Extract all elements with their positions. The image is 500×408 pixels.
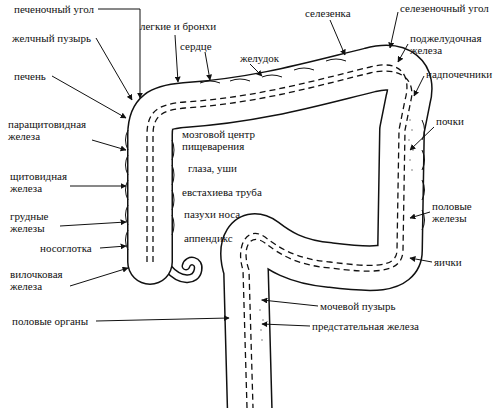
organ-label: печень <box>14 70 74 82</box>
organ-label: вилочковая железа <box>10 268 74 292</box>
organ-label: аппендикс <box>184 232 264 244</box>
leaders <box>52 9 434 326</box>
organ-label: легкие и бронхи <box>140 20 230 32</box>
leader-line <box>414 76 424 96</box>
leader-line <box>96 318 229 321</box>
leader-line <box>398 44 408 62</box>
haustra-right <box>172 140 174 235</box>
organ-label: желчный пузырь <box>12 32 102 44</box>
organ-label: глаза, уши <box>188 162 278 174</box>
leader-line <box>410 212 430 218</box>
organ-label: половые органы <box>12 315 102 327</box>
leader-line <box>100 246 126 248</box>
leader-line <box>410 127 434 150</box>
leader-line <box>330 20 345 55</box>
leader-line <box>205 52 210 80</box>
leader-line <box>262 300 318 306</box>
organ-label: надпочечники <box>426 68 500 80</box>
leader-line <box>96 38 132 100</box>
organ-label: сердце <box>180 40 240 52</box>
organ-label: грудные железы <box>10 210 66 234</box>
organ-label: печеночный угол <box>14 3 104 15</box>
leader-line <box>52 76 126 118</box>
organ-label: щитовидная железа <box>10 170 74 194</box>
organ-label: почки <box>436 115 486 127</box>
organ-label: евстахиева труба <box>182 186 292 198</box>
leader-line <box>250 64 262 76</box>
leader-line <box>262 324 310 326</box>
organ-label: предстательная железа <box>312 320 432 332</box>
leader-line <box>390 12 398 48</box>
organ-label: селезеночный угол <box>400 2 496 14</box>
organ-label: мочевой пузырь <box>320 300 420 312</box>
organ-label: желудок <box>240 52 300 64</box>
haustra-left <box>126 130 129 250</box>
leader-line <box>70 268 128 286</box>
reflex-line <box>153 71 412 408</box>
organ-label: яички <box>434 256 484 268</box>
organ-label: носоглотка <box>40 242 104 254</box>
leader-line <box>70 186 126 187</box>
leader-line <box>410 258 432 262</box>
organ-label: половые железы <box>432 200 492 224</box>
organ-label: селезенка <box>305 7 375 19</box>
leader-line <box>175 35 178 82</box>
haustra <box>126 59 425 250</box>
colon-outline <box>150 68 410 408</box>
organ-label: поджелудочная железа <box>410 32 498 56</box>
organ-label: пазухи носа <box>184 208 274 220</box>
leader-line <box>92 140 126 150</box>
organ-label: мозговой центр пищеварения <box>182 128 282 152</box>
organ-label: паращитовидная железа <box>8 118 98 142</box>
colon-fill <box>150 68 410 408</box>
reflex-line <box>147 65 407 408</box>
leader-line <box>60 222 126 226</box>
leader-line <box>98 9 140 98</box>
